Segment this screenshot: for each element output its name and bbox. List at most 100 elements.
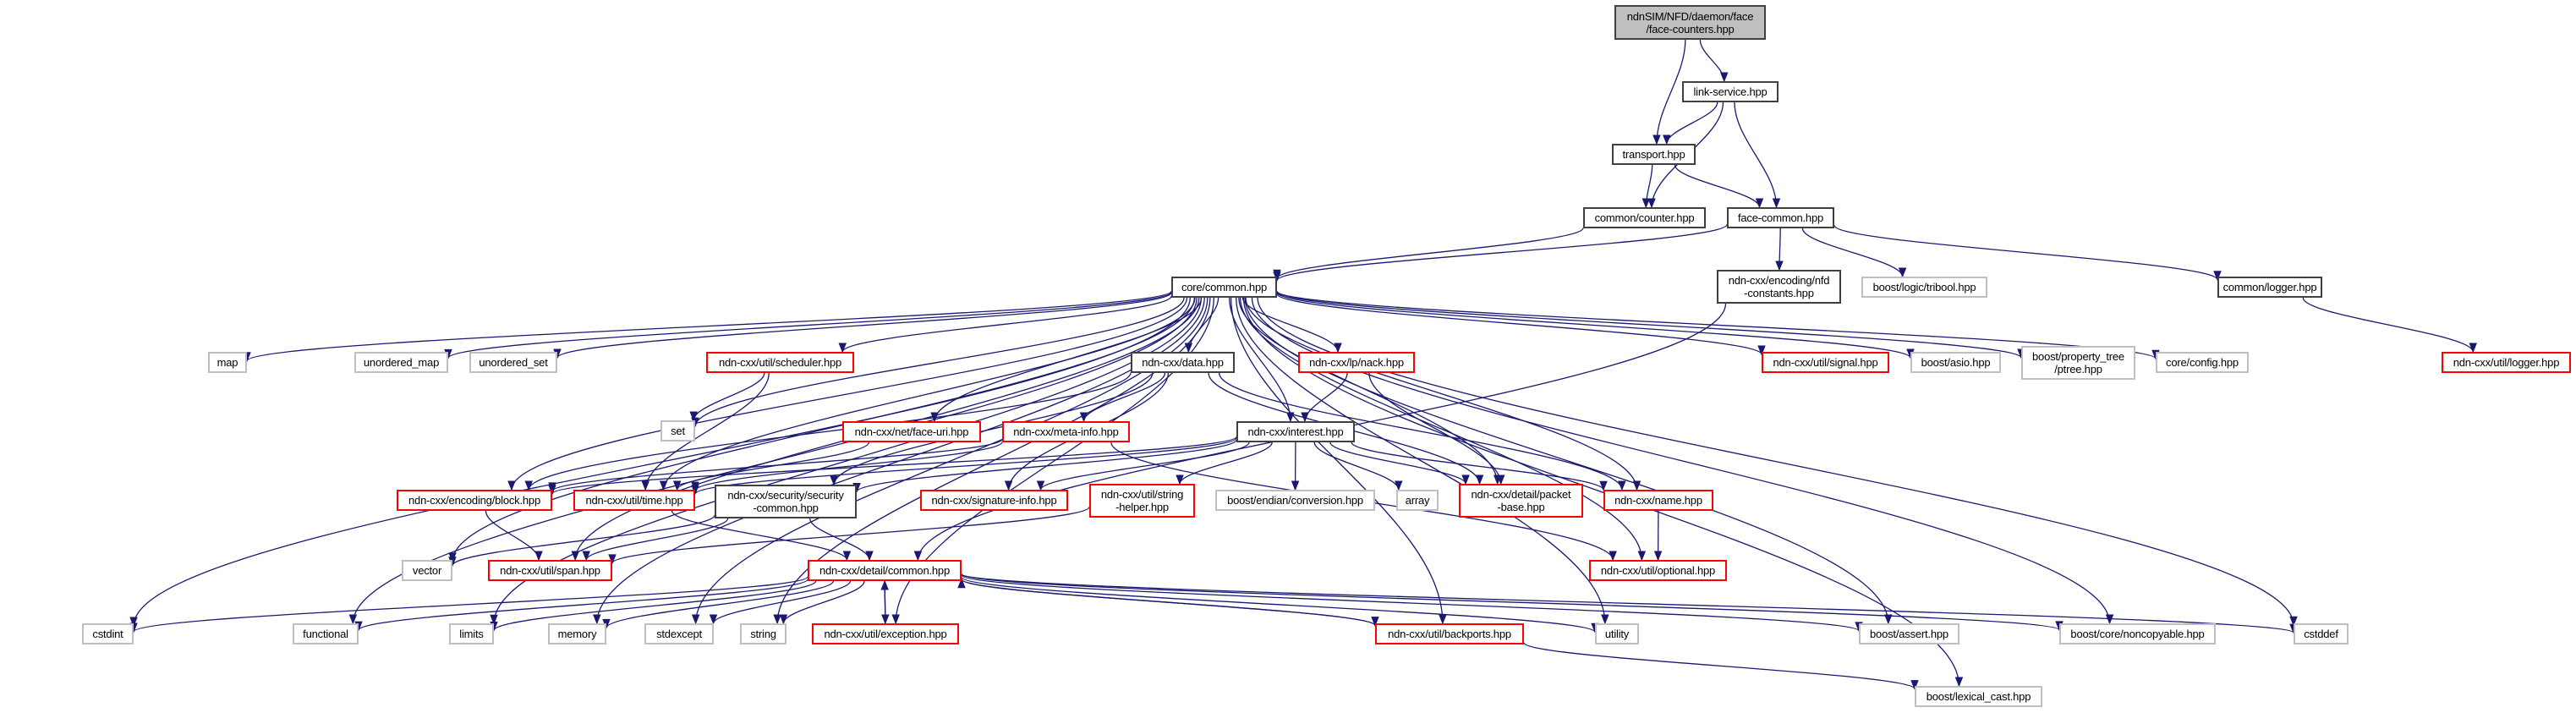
node-face-common[interactable]: face-common.hpp [1727,207,1834,228]
node-data[interactable]: ndn-cxx/data.hpp [1131,352,1235,373]
edge-core-common-to-time [662,297,1196,491]
node-detail-common[interactable]: ndn-cxx/detail/common.hpp [808,560,962,581]
node-nack[interactable]: ndn-cxx/lp/nack.hpp [1298,352,1415,373]
node-label: string [750,628,776,640]
arrowhead-icon [1475,474,1484,485]
node-label: ndn-cxx/signature-info.hpp [931,494,1057,507]
arrowhead-icon [1004,480,1013,491]
node-optional[interactable]: ndn-cxx/util/optional.hpp [1589,560,1727,581]
node-string[interactable]: string [740,623,787,644]
edge-link-service-to-face-common [1734,101,1778,208]
arrowhead-icon [1334,343,1342,354]
arrowhead-icon [129,617,138,628]
arrowhead-icon [957,578,966,589]
edge-scheduler-to-set [693,372,765,421]
edge-counter-to-core-common [1276,227,1584,279]
node-noncopyable[interactable]: boost/core/noncopyable.hpp [2059,623,2216,644]
edge-face-counters-to-transport [1656,39,1686,145]
arrowhead-icon [779,614,788,625]
node-transport[interactable]: transport.hpp [1612,144,1696,165]
arrowhead-icon [1176,474,1184,485]
edge-core-common-to-vector [452,297,1195,562]
node-signal[interactable]: ndn-cxx/util/signal.hpp [1762,352,1889,373]
node-meta-info[interactable]: ndn-cxx/meta-info.hpp [1002,421,1130,442]
node-label: boost/property_tree /ptree.hpp [2032,350,2124,376]
arrowhead-icon [1079,412,1088,423]
node-endian[interactable]: boost/endian/conversion.hpp [1215,490,1375,511]
edge-detail-common-to-assert [961,574,1860,632]
arrowhead-icon [672,480,682,491]
node-functional[interactable]: functional [293,623,359,644]
arrowhead-icon [608,554,617,565]
edge-detail-common-to-stdexcept [712,580,852,624]
node-assert[interactable]: boost/assert.hpp [1859,623,1959,644]
edge-data-to-block [528,372,1132,491]
arrowhead-icon [1496,474,1505,485]
node-ptree[interactable]: boost/property_tree /ptree.hpp [2021,346,2135,380]
node-tribool[interactable]: boost/logic/tribool.hpp [1861,277,1987,298]
edge-string-helper-to-span [611,506,1090,564]
node-set[interactable]: set [660,420,695,442]
edge-interest-to-name [1351,442,1604,491]
arrowhead-icon [1647,198,1656,209]
node-time[interactable]: ndn-cxx/util/time.hpp [573,490,695,511]
node-config[interactable]: core/config.hpp [2156,352,2249,373]
node-packet-base[interactable]: ndn-cxx/detail/packet -base.hpp [1459,484,1583,518]
node-label: unordered_set [479,356,548,369]
node-interest[interactable]: ndn-cxx/interest.hpp [1236,421,1355,442]
arrowhead-icon [1599,480,1608,491]
edge-data-to-security-common [833,372,1154,485]
node-lexical-cast[interactable]: boost/lexical_cast.hpp [1915,686,2042,707]
node-string-helper[interactable]: ndn-cxx/util/string -helper.hpp [1089,484,1195,518]
node-label: ndn-cxx/util/logger.hpp [2453,356,2560,369]
node-vector[interactable]: vector [402,560,452,581]
node-face-uri[interactable]: ndn-cxx/net/face-uri.hpp [842,421,981,442]
node-label: ndn-cxx/util/exception.hpp [824,628,947,640]
node-label: link-service.hpp [1693,85,1768,98]
node-label: face-common.hpp [1737,211,1824,224]
node-name[interactable]: ndn-cxx/name.hpp [1603,490,1713,511]
node-stdexcept[interactable]: stdexcept [644,623,714,644]
node-label: ndn-cxx/data.hpp [1142,356,1224,369]
node-utility[interactable]: utility [1595,623,1639,644]
node-backports[interactable]: ndn-cxx/util/backports.hpp [1375,623,1524,644]
edge-transport-to-face-common [1674,164,1761,208]
edge-face-common-to-tribool [1801,228,1904,277]
node-face-counters[interactable]: ndnSIM/NFD/daemon/face /face-counters.hp… [1614,5,1766,40]
node-span[interactable]: ndn-cxx/util/span.hpp [488,560,612,581]
node-memory[interactable]: memory [548,623,606,644]
node-nfd-constants[interactable]: ndn-cxx/encoding/nfd -constants.hpp [1717,270,1841,304]
node-label: memory [557,628,597,640]
node-limits[interactable]: limits [449,623,494,644]
node-counter[interactable]: common/counter.hpp [1583,207,1706,228]
node-cstdint[interactable]: cstdint [82,623,134,644]
node-label: vector [412,564,442,577]
node-cstddef[interactable]: cstddef [2294,623,2349,644]
node-signature-info[interactable]: ndn-cxx/signature-info.hpp [920,490,1068,511]
node-label: ndn-cxx/util/scheduler.hpp [718,356,842,369]
edge-core-common-to-asio [1276,292,1911,359]
node-label: ndn-cxx/name.hpp [1614,494,1702,507]
arrowhead-icon [1461,474,1470,485]
node-unordered-map[interactable]: unordered_map [354,352,448,373]
node-exception[interactable]: ndn-cxx/util/exception.hpp [812,623,959,644]
edge-nack-to-packet-base [1368,372,1502,485]
arrowhead-icon [582,551,590,562]
node-block[interactable]: ndn-cxx/encoding/block.hpp [397,490,552,511]
node-asio[interactable]: boost/asio.hpp [1910,352,2001,373]
node-scheduler[interactable]: ndn-cxx/util/scheduler.hpp [706,352,854,373]
edge-core-common-to-functional [352,297,1198,624]
node-map[interactable]: map [208,352,247,373]
node-array[interactable]: array [1396,490,1439,511]
node-common-logger[interactable]: common/logger.hpp [2217,277,2322,298]
node-security-common[interactable]: ndn-cxx/security/security -common.hpp [715,485,857,518]
node-util-logger[interactable]: ndn-cxx/util/logger.hpp [2442,352,2571,373]
node-link-service[interactable]: link-service.hpp [1682,81,1779,102]
edge-detail-common-to-utility [961,576,1596,633]
edge-interest-to-block [551,436,1237,495]
node-label: core/config.hpp [2166,356,2239,369]
node-core-common[interactable]: core/common.hpp [1171,277,1277,298]
edge-core-common-to-unordered-map [447,291,1172,359]
node-unordered-set[interactable]: unordered_set [469,352,557,373]
edge-core-common-to-utility [1236,297,1606,624]
